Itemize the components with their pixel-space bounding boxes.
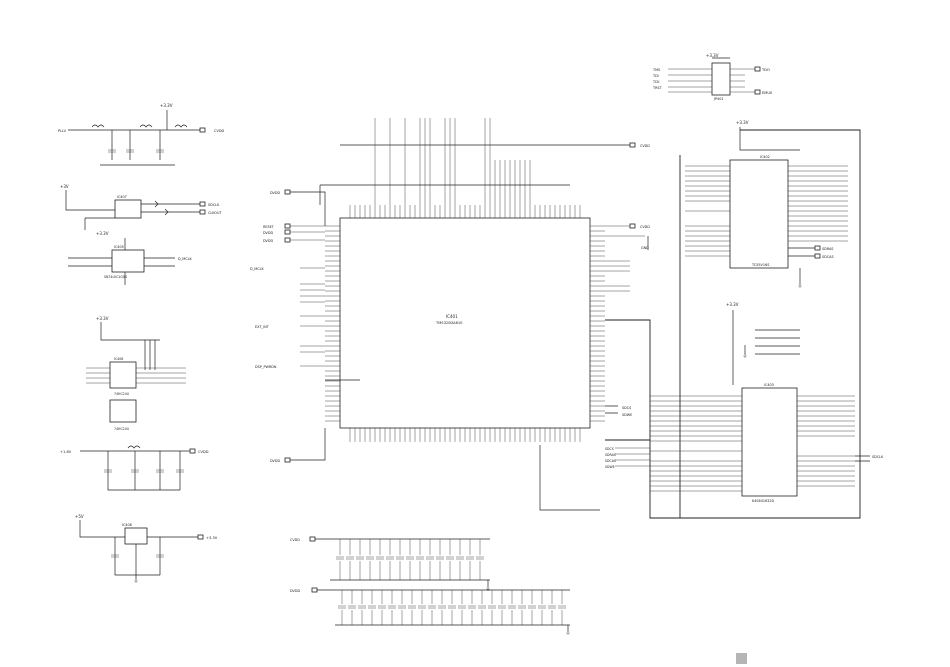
jtag-tms-label: TMS [652, 68, 660, 72]
page-marker [736, 653, 747, 664]
dsp-cvdd-label: CVDD [640, 144, 650, 148]
reg-ref: IC408 [122, 523, 132, 527]
clk-power-label: +3.3V [96, 231, 109, 236]
jtag-power-label: +3.3V [706, 53, 719, 58]
dsp-right-nets: CVDD GND SDCS SDWE [539, 129, 861, 519]
buf-ref: IC406 [114, 357, 123, 361]
regulator-block: +5V IC408 +3.3V [75, 514, 218, 580]
sdram-chip: +3.3V IC403 K4S641632D SDCLK SDCS SDRAS … [605, 302, 884, 503]
dsp-left-nets: DVDD RESET DVDD DVDD D_MCLK EXT_INT DSP_… [250, 189, 360, 463]
core-filter-block: +1.8V CVDD [60, 445, 209, 491]
sdram-clk-label: SDCLK [872, 455, 884, 459]
dsp-right-cvdd-label: CVDD [640, 225, 650, 229]
dsp-part: TMS320DA610 [435, 321, 463, 325]
sdram-ref: IC403 [764, 383, 774, 387]
dsp-chip: IC401 TMS320DA610 [325, 205, 605, 442]
sdram-ras-label: SDRAS [605, 453, 616, 457]
dsp-dvdd4-label: DVDD [270, 459, 280, 463]
clk-mclk-label: D_MCLK [178, 257, 192, 261]
osc-power-label: +3V [60, 184, 69, 189]
flash-part: TC55V16S [751, 263, 769, 267]
jtag-trst-label: TRST [652, 86, 663, 90]
core-out-label: CVDD [198, 450, 209, 454]
jtag-tck-label: TCK [652, 80, 660, 84]
dsp-dvdd3-label: DVDD [263, 239, 273, 243]
flash-chip: +3.3V IC402 TC55V16S SDRAS SDCAS [685, 120, 848, 285]
jtag-tdi-label: TDI [652, 74, 659, 78]
dsp-sdcs-label: SDCS [622, 406, 631, 410]
clk-ref: IC405 [114, 245, 124, 249]
flash-cas-label: SDCAS [822, 255, 834, 259]
sdram-cas-label: SDCAS [605, 459, 616, 463]
jtag-tdo-label: TDO [761, 68, 770, 72]
filter-pll-label: PLLV [58, 129, 67, 133]
buf-part-2: 74HC244 [114, 427, 129, 431]
dsp-reset-label: RESET [263, 225, 275, 229]
osc-ref: IC407 [117, 195, 127, 199]
reg-out-label: +3.3V [206, 536, 218, 540]
decoupling-bank-bottom: DVDD [290, 587, 570, 632]
sdram-part: K4S641632D [752, 499, 774, 503]
dsp-ref: IC401 [446, 314, 458, 319]
buf-part: 74HC244 [114, 392, 129, 396]
reg-power-label: +5V [75, 514, 84, 519]
sdram-cs-label: SDCS [605, 447, 614, 451]
jtag-ref: JP401 [713, 97, 724, 101]
core-in-label: +1.8V [60, 450, 72, 454]
dsp-extint-label: EXT_INT [255, 325, 270, 329]
dsp-sdwe-label: SDWE [622, 413, 632, 417]
clock-buffer-block: +3.3V IC405 SN74LVC1G04 D_MCLK [68, 231, 192, 285]
osc-sdclk-label: SDCLK [208, 203, 220, 207]
sdram-we-label: SDWE [605, 465, 615, 469]
jtag-emu-label: EMU0 [762, 91, 773, 95]
filter-power-label: +3.3V [160, 103, 173, 108]
clk-part: SN74LVC1G04 [104, 275, 127, 279]
dsp-top-nets: CVDD [319, 118, 650, 205]
dsp-pwrdn-label: DSP_PWRDN [255, 365, 277, 369]
jtag-header: +3.3V TDO EMU0 TMS TDI TCK TRST JP401 [652, 53, 773, 101]
flash-ras-label: SDRAS [822, 247, 833, 251]
flash-power-label: +3.3V [736, 120, 749, 125]
osc-clkout-label: CLKOUT [208, 211, 222, 215]
dsp-dvdd2-label: DVDD [263, 231, 273, 235]
bank-top-label: CVDD [290, 538, 300, 542]
buffer-block: +3.3V IC406 74HC244 74HC244 [86, 316, 186, 431]
buf-power-label: +3.3V [96, 316, 109, 321]
filter-out-label: CVDD [214, 129, 225, 133]
power-filter-block: +3.3V PLLV CVDD [58, 103, 225, 166]
dsp-right-gnd: GND [641, 246, 649, 250]
flash-ref: IC402 [760, 155, 770, 159]
dsp-dvdd-label: DVDD [270, 191, 280, 195]
bank-bottom-label: DVDD [290, 589, 300, 593]
dsp-mclk-in-label: D_MCLK [250, 267, 264, 271]
oscillator-block: +3V IC407 SDCLK CLKOUT [60, 184, 222, 230]
sdram-power-label: +3.3V [726, 302, 739, 307]
decoupling-bank-top: CVDD [290, 536, 490, 588]
